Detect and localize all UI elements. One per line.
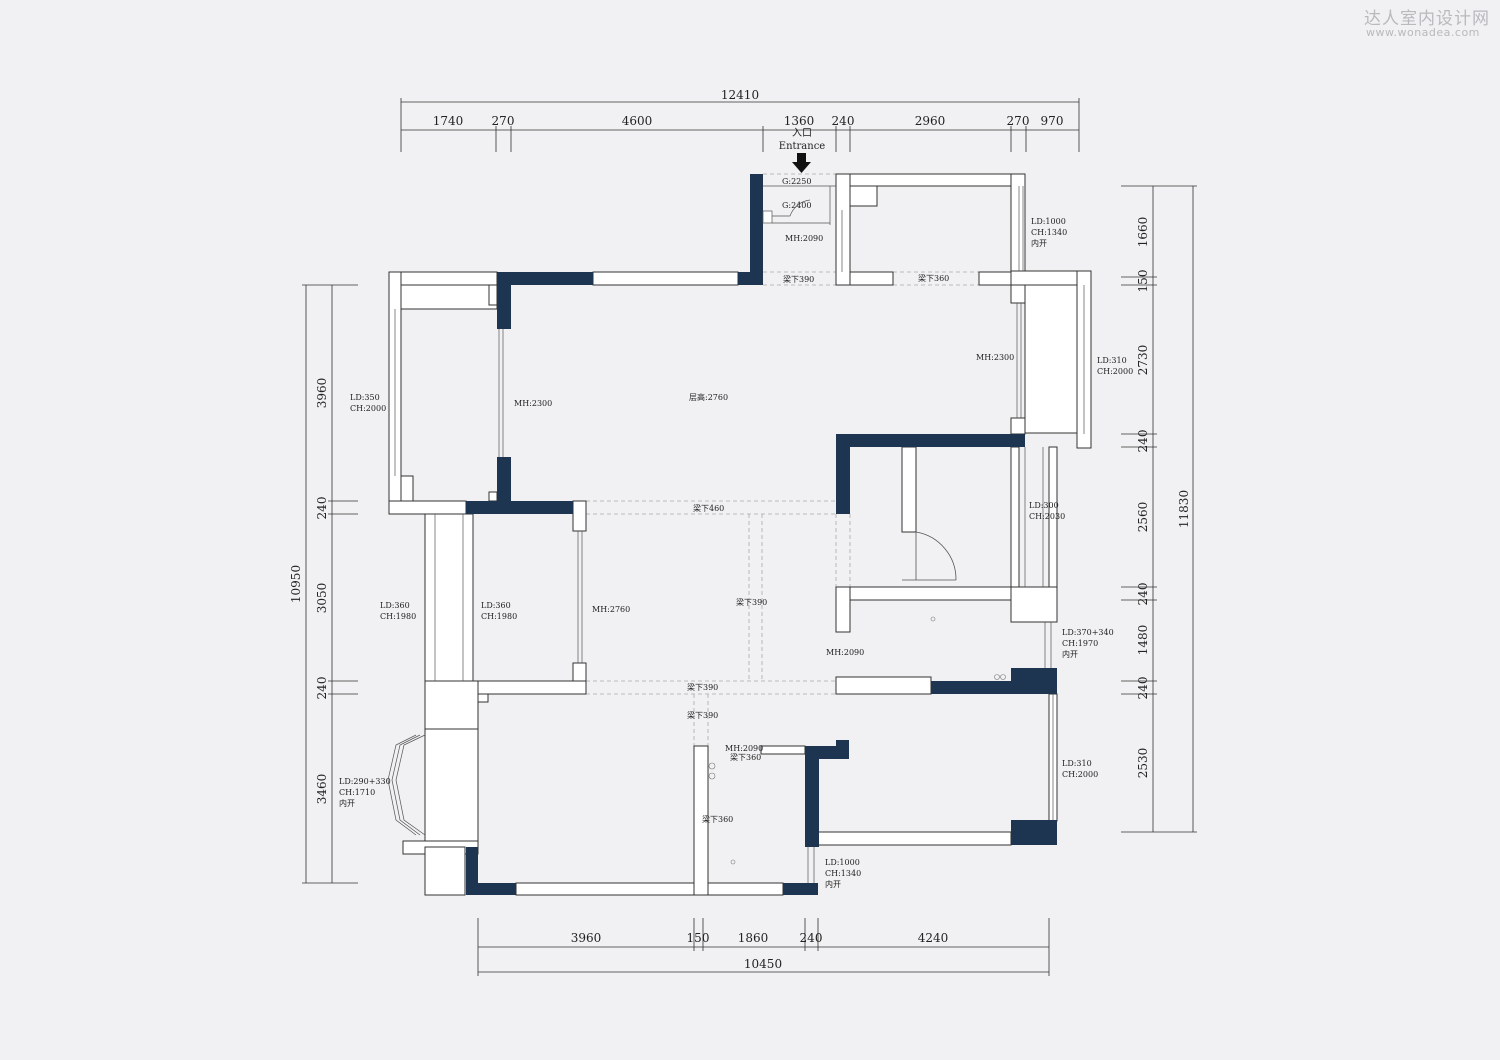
dim-right-segment: 1480: [1136, 625, 1150, 656]
dim-left-segment: 3460: [315, 774, 329, 805]
entrance-label-cn: 入口: [792, 128, 812, 139]
structural-walls: [466, 174, 1057, 895]
label-mh2090-entry: MH:2090: [785, 234, 823, 243]
dim-left-total: 10950: [289, 565, 303, 603]
label-mh2090-bath: MH:2090: [725, 744, 763, 753]
label-beam390-entry: 梁下390: [783, 275, 814, 284]
label-beam360-bath: 梁下360: [730, 753, 761, 762]
label-ch1970: CH:1970: [1062, 639, 1098, 648]
entrance-arrow-icon: [792, 153, 811, 173]
dim-top-segment: 970: [1041, 114, 1064, 128]
label-ch1980-inner: CH:1980: [481, 612, 517, 621]
label-ch2000-right: CH:2000: [1097, 367, 1133, 376]
label-ld1000-top: LD:1000: [1031, 217, 1066, 226]
label-beam360-bath2: 梁下360: [702, 815, 733, 824]
label-beam390-center: 梁下390: [736, 598, 767, 607]
dim-top-segment: 2960: [915, 114, 946, 128]
beam-lines: [586, 173, 1011, 746]
door-swing: [902, 531, 957, 581]
dim-top-segment: 4600: [622, 114, 653, 128]
label-floor-height: 层高:2760: [689, 392, 728, 402]
dim-right-segment: 2730: [1136, 345, 1150, 376]
dim-bottom-segment: 4240: [918, 931, 949, 945]
dim-left-segment: 3960: [315, 378, 329, 409]
label-ch1980-outer: CH:1980: [380, 612, 416, 621]
dim-right-segment: 240: [1136, 677, 1150, 700]
dim-left-segment: 3050: [315, 583, 329, 614]
label-mh2090-right: MH:2090: [826, 648, 864, 657]
dim-bottom-segment: 240: [800, 931, 823, 945]
watermark-site-url: www.wonadea.com: [1366, 26, 1480, 39]
label-ld360-outer: LD:360: [380, 601, 410, 610]
dim-right-total: 11830: [1177, 490, 1191, 528]
dim-right-segment: 2530: [1136, 748, 1150, 779]
dim-top-segment: 240: [832, 114, 855, 128]
label-ld360-inner: LD:360: [481, 601, 511, 610]
dim-top-total: 12410: [721, 88, 759, 102]
dim-bottom-total: 10450: [744, 957, 782, 971]
label-mh2300-right: MH:2300: [976, 353, 1014, 362]
label-g2400: G:2400: [782, 201, 811, 210]
label-ld370-340: LD:370+340: [1062, 628, 1114, 637]
label-mh2760: MH:2760: [592, 605, 630, 614]
label-g2250: G:2250: [782, 177, 811, 186]
fixtures: [708, 616, 1006, 865]
label-ch2030: CH:2030: [1029, 512, 1065, 521]
dim-right-segment: 240: [1136, 430, 1150, 453]
entrance-door: [762, 185, 836, 224]
label-ch1710: CH:1710: [339, 788, 375, 797]
label-beam390-lower: 梁下390: [687, 683, 718, 692]
dim-top-segment: 1360: [784, 114, 815, 128]
windows: [387, 186, 1085, 883]
label-neikai-top: 内开: [1031, 238, 1047, 248]
label-mh2300-left: MH:2300: [514, 399, 552, 408]
label-ld300: LD:300: [1029, 501, 1059, 510]
annotations: G:2250 G:2400 MH:2090 LD:1000 CH:1340 内开…: [339, 177, 1133, 889]
dim-right-segment: 240: [1136, 583, 1150, 606]
dim-top-segment: 270: [492, 114, 515, 128]
dim-bottom-segment: 150: [687, 931, 710, 945]
label-beam360-top: 梁下360: [918, 274, 949, 283]
dim-bottom-segment: 3960: [571, 931, 602, 945]
label-ch2000-left: CH:2000: [350, 404, 386, 413]
label-neikai-bottom: 内开: [825, 879, 841, 889]
label-ld310-lower: LD:310: [1062, 759, 1092, 768]
dim-top-segment: 270: [1007, 114, 1030, 128]
label-ch2000-lower: CH:2000: [1062, 770, 1098, 779]
label-neikai-left: 内开: [339, 798, 355, 808]
entrance-label-en: Entrance: [779, 141, 826, 152]
dim-top-segment: 1740: [433, 114, 464, 128]
dim-right-segment: 150: [1136, 270, 1150, 293]
dim-bottom-segment: 1860: [738, 931, 769, 945]
label-ch1340-top: CH:1340: [1031, 228, 1067, 237]
label-ld290-330: LD:290+330: [339, 777, 391, 786]
label-ld310-right: LD:310: [1097, 356, 1127, 365]
walls: [388, 173, 1092, 896]
label-ld350: LD:350: [350, 393, 380, 402]
label-beam390-lower2: 梁下390: [687, 711, 718, 720]
label-ch1340-bottom: CH:1340: [825, 869, 861, 878]
watermark-site-name: 达人室内设计网: [1364, 9, 1490, 29]
dim-left-segment: 240: [315, 497, 329, 520]
dim-left-segment: 240: [315, 677, 329, 700]
label-neikai-right: 内开: [1062, 649, 1078, 659]
dimension-lines: [302, 98, 1197, 976]
label-beam460: 梁下460: [693, 504, 724, 513]
label-ld1000-bottom: LD:1000: [825, 858, 860, 867]
dim-right-segment: 1660: [1136, 217, 1150, 248]
dim-right-segment: 2560: [1136, 502, 1150, 533]
